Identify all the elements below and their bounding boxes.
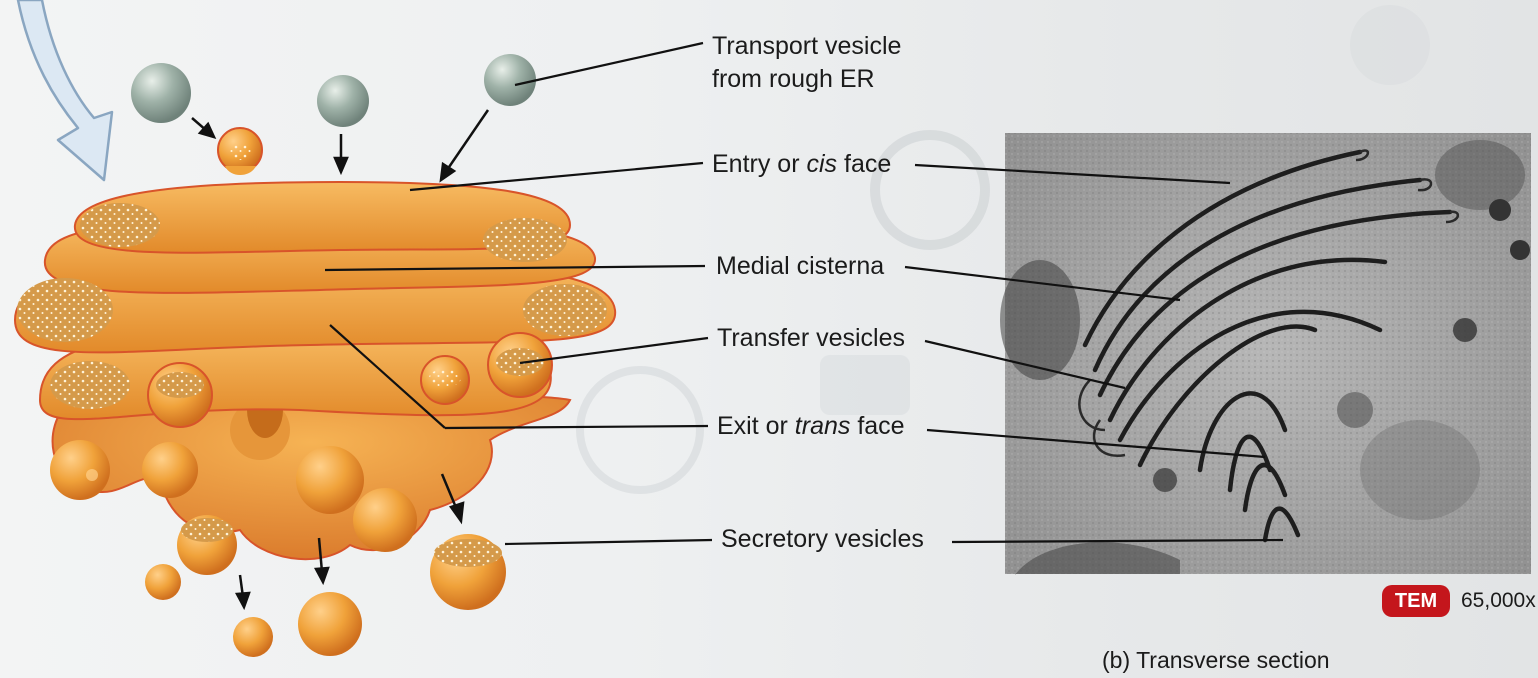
magnification-label: 65,000x [1461,585,1536,617]
label-entry-cis-face: Entry or cis face [712,148,891,181]
figure-caption: (b) Transverse section [1102,645,1330,675]
tem-micrograph [1000,133,1531,575]
incoming-arrow [18,0,112,180]
er-transport-vesicles [131,54,536,127]
tem-badge: TEM [1382,585,1450,617]
golgi-apparatus-illustration [15,128,615,657]
label-exit-trans-face: Exit or trans face [717,410,905,443]
label-transport-vesicle: Transport vesicle from rough ER [712,30,901,96]
label-transfer-vesicles: Transfer vesicles [717,322,905,355]
label-medial-cisterna: Medial cisterna [716,250,884,283]
label-secretory-vesicles: Secretory vesicles [721,523,924,556]
